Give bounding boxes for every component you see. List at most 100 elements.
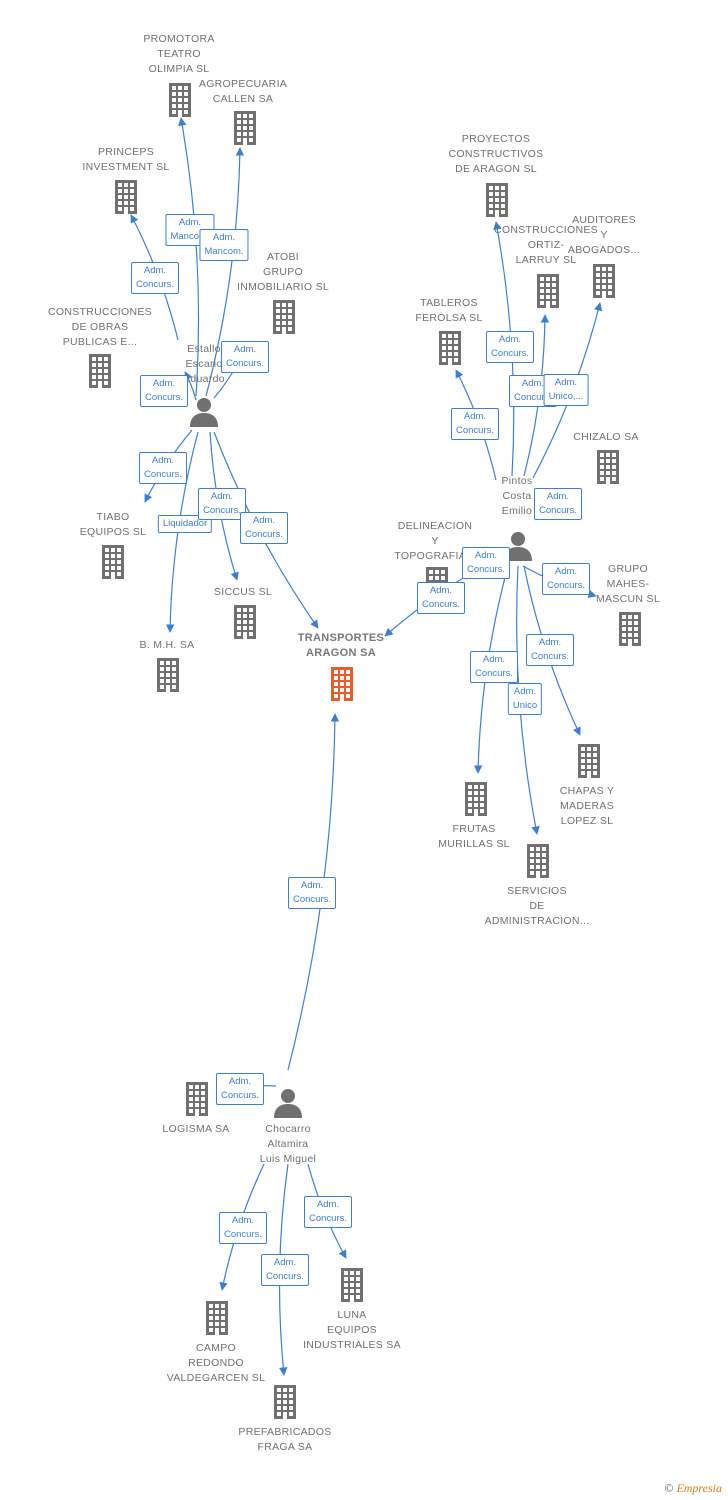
role-label[interactable]: Adm.Concurs. [416,582,466,614]
node-label-line: Estallo [187,343,221,355]
role-label-line: Adm. [474,550,498,561]
node-label-line: CONSTRUCTIVOS [448,148,544,160]
role-label[interactable]: Adm.Mancom. [199,229,249,261]
building-icon[interactable] [525,844,551,883]
company-name[interactable]: B. M.H. SA [102,638,232,653]
role-label[interactable]: Adm.Concurs. [450,408,500,440]
building-icon[interactable] [595,450,621,489]
role-label-line: Adm. [151,455,175,466]
building-icon[interactable] [617,612,643,651]
role-label-line: Concurs. [223,1229,263,1240]
role-label-line: Concurs. [225,358,265,369]
role-label[interactable]: Adm.Concurs. [215,1073,265,1105]
building-icon[interactable] [591,264,617,303]
building-icon[interactable] [576,744,602,783]
node-label-line: Escario [185,358,223,370]
building-icon[interactable] [437,331,463,370]
role-label[interactable]: Adm.Concurs. [197,488,247,520]
company-name[interactable]: LOGISMA SA [131,1122,261,1137]
building-icon[interactable] [484,183,510,222]
building-icon[interactable] [113,180,139,219]
role-label[interactable]: Adm.Concurs. [485,331,535,363]
node-label-line: EQUIPOS SL [79,526,147,538]
building-icon[interactable] [535,274,561,313]
building-icon[interactable] [155,658,181,697]
node-label-line: ABOGADOS... [567,244,641,256]
building-icon[interactable] [232,111,258,150]
building-icon[interactable] [232,605,258,644]
building-icon[interactable] [204,1301,230,1340]
person-icon[interactable] [189,397,219,432]
person-icon[interactable] [273,1088,303,1123]
person-icon[interactable] [503,531,533,566]
building-icon[interactable] [463,782,489,821]
role-label-line: Adm. [210,491,234,502]
node-label-line: MAHES- [606,578,650,590]
building-icon[interactable] [87,354,113,393]
role-label[interactable]: Adm.Concurs. [541,563,591,595]
company-name[interactable]: TIABO EQUIPOS SL [48,510,178,540]
role-label[interactable]: Adm.Concurs. [287,877,337,909]
node-label-line: TEATRO [157,48,201,60]
company-name[interactable]: AUDITORES Y ABOGADOS... [539,213,669,258]
company-name[interactable]: SICCUS SL [178,585,308,600]
role-label[interactable]: Adm.Concurs. [303,1196,353,1228]
node-label-line: OLIMPIA SL [148,63,210,75]
role-label[interactable]: Adm.Concurs. [533,488,583,520]
role-label[interactable]: Adm.Concurs. [239,512,289,544]
role-label[interactable]: Adm.Concurs. [461,547,511,579]
node-label-line: TABLEROS [420,297,478,309]
node-label-line: Emilio [501,505,533,517]
role-label[interactable]: Adm.Concurs. [218,1212,268,1244]
node-label-line: AUDITORES [572,214,636,226]
role-label[interactable]: Adm.Unico,... [543,374,589,406]
node-label-line: INDUSTRIALES SA [303,1339,401,1351]
node-label-line: LARRUY SL [515,254,577,266]
building-icon[interactable] [272,1385,298,1424]
role-label-line: Adm. [228,1076,252,1087]
role-label[interactable]: Adm.Concurs. [139,375,189,407]
node-label-line: TIABO [96,511,130,523]
role-label[interactable]: Adm.Concurs. [138,452,188,484]
role-label[interactable]: Adm.Concurs. [525,634,575,666]
building-icon[interactable] [184,1082,210,1121]
role-label[interactable]: Adm.Concurs. [130,262,180,294]
building-icon[interactable] [167,83,193,122]
node-label-line: EQUIPOS [327,1324,377,1336]
node-label-line: Y [600,229,608,241]
building-icon[interactable] [100,545,126,584]
role-label[interactable]: Adm.Concurs. [469,651,519,683]
node-label-line: REDONDO [188,1357,244,1369]
copyright-symbol: © [664,1481,674,1495]
role-label[interactable]: Adm.Concurs. [260,1254,310,1286]
brand-name[interactable]: Empresia [676,1481,722,1495]
relation-edge [205,147,245,397]
building-icon[interactable] [339,1268,365,1307]
role-label[interactable]: Adm.Unico [507,683,543,715]
role-label-line: Concurs. [546,580,586,591]
company-name[interactable]: CHIZALO SA [541,430,671,445]
role-label[interactable]: Adm.Concurs. [220,341,270,373]
building-icon[interactable] [329,667,355,706]
building-icon[interactable] [271,300,297,339]
